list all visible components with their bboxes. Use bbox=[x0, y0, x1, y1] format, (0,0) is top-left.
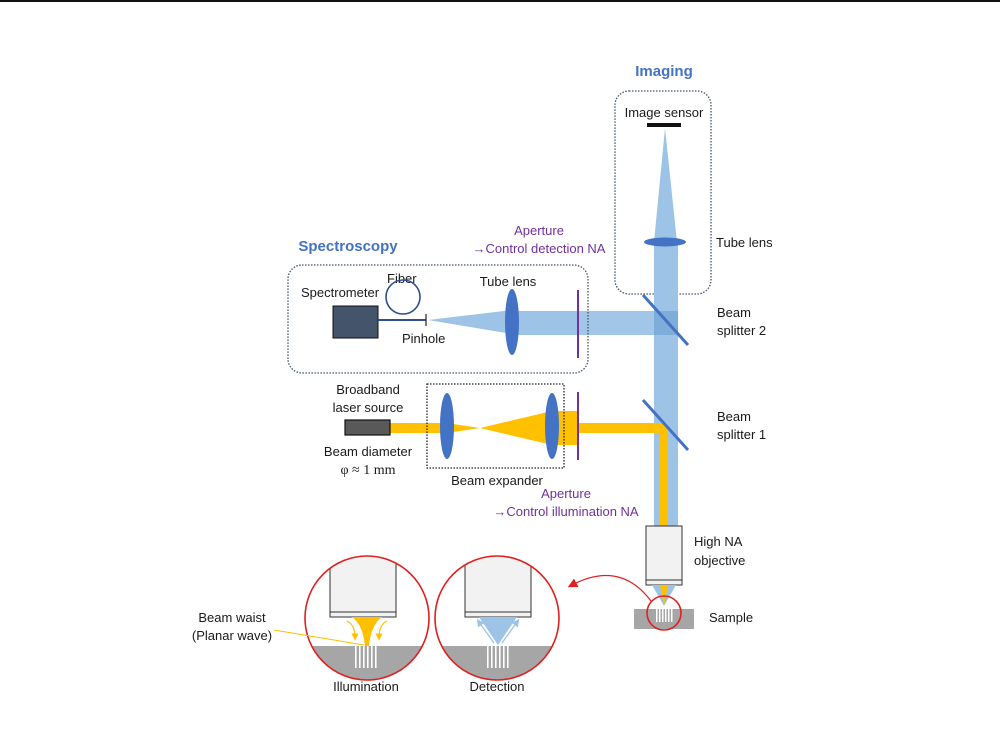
imaging-tube-lens-label: Tube lens bbox=[716, 235, 773, 250]
spectroscopy-beam-cone bbox=[428, 310, 512, 334]
detection-inset-circle bbox=[434, 555, 560, 681]
laser-source bbox=[344, 419, 391, 436]
objective-label-1: High NA bbox=[694, 534, 743, 549]
sample bbox=[634, 609, 694, 629]
aperture-detection-label-1: Aperture bbox=[514, 223, 564, 238]
image-sensor-label: Image sensor bbox=[625, 105, 704, 120]
beam-diameter-label-2: φ ≈ 1 mm bbox=[340, 463, 395, 478]
detection-beam-horizontal bbox=[578, 311, 668, 335]
laser-beam-initial bbox=[390, 423, 447, 433]
spectroscopy-section-title: Spectroscopy bbox=[298, 238, 398, 255]
fiber-loop bbox=[385, 279, 421, 315]
expander-lens-1 bbox=[440, 393, 454, 459]
beam-expander-box bbox=[426, 383, 565, 469]
beam-splitter-1-label-2: splitter 1 bbox=[717, 427, 766, 442]
imaging-beam-cone bbox=[654, 128, 677, 242]
imaging-box bbox=[614, 90, 712, 295]
imaging-tube-lens bbox=[644, 237, 686, 247]
beam-waist-label-2: (Planar wave) bbox=[192, 628, 272, 643]
beam-splitter-2-label-1: Beam bbox=[717, 305, 751, 320]
beam-expander-label: Beam expander bbox=[451, 473, 543, 488]
laser-beam-converge bbox=[447, 423, 480, 433]
spectroscopy-box bbox=[287, 264, 589, 374]
aperture-illumination-label-1: Aperture bbox=[541, 486, 591, 501]
laser-beam-down bbox=[659, 423, 668, 528]
spectroscopy-beam bbox=[512, 311, 578, 335]
illumination-inset-circle bbox=[304, 555, 430, 681]
expander-lens-2 bbox=[545, 393, 559, 459]
aperture-detection-label-2: →Control detection NA bbox=[473, 241, 606, 256]
objective-label-2: objective bbox=[694, 553, 745, 568]
laser-beam-expand bbox=[480, 411, 552, 445]
spectrometer bbox=[332, 305, 379, 339]
zoom-arrow bbox=[567, 574, 652, 602]
spectroscopy-tube-lens-label: Tube lens bbox=[480, 274, 537, 289]
beam-splitter-1-label-1: Beam bbox=[717, 409, 751, 424]
beam-splitter-2-label-2: splitter 2 bbox=[717, 323, 766, 338]
top-border bbox=[0, 0, 1000, 2]
beam-splitter-1 bbox=[641, 398, 690, 452]
imaging-section-title: Imaging bbox=[635, 63, 693, 80]
pinhole-label: Pinhole bbox=[402, 331, 445, 346]
spectroscopy-tube-lens bbox=[505, 289, 519, 355]
laser-label-2: laser source bbox=[333, 400, 404, 415]
beam-diameter-label-1: Beam diameter bbox=[324, 444, 413, 459]
aperture-illumination-label-2: →Control illumination NA bbox=[493, 504, 639, 519]
illumination-label: Illumination bbox=[333, 679, 399, 694]
beam-waist-label-1: Beam waist bbox=[198, 610, 266, 625]
detection-label: Detection bbox=[470, 679, 525, 694]
sample-nanostructure bbox=[656, 609, 673, 622]
laser-label-1: Broadband bbox=[336, 382, 400, 397]
laser-beam-to-splitter bbox=[578, 423, 668, 433]
illumination-inset bbox=[305, 556, 429, 680]
detection-inset bbox=[435, 556, 559, 680]
sample-highlight-circle bbox=[646, 595, 682, 631]
image-sensor bbox=[647, 123, 681, 127]
beam-waist-pointer bbox=[273, 629, 365, 646]
objective-ring bbox=[645, 579, 683, 586]
beam-splitter-2 bbox=[641, 293, 690, 347]
spectrometer-label: Spectrometer bbox=[301, 285, 380, 300]
high-na-objective bbox=[645, 525, 683, 581]
sample-label: Sample bbox=[709, 610, 753, 625]
